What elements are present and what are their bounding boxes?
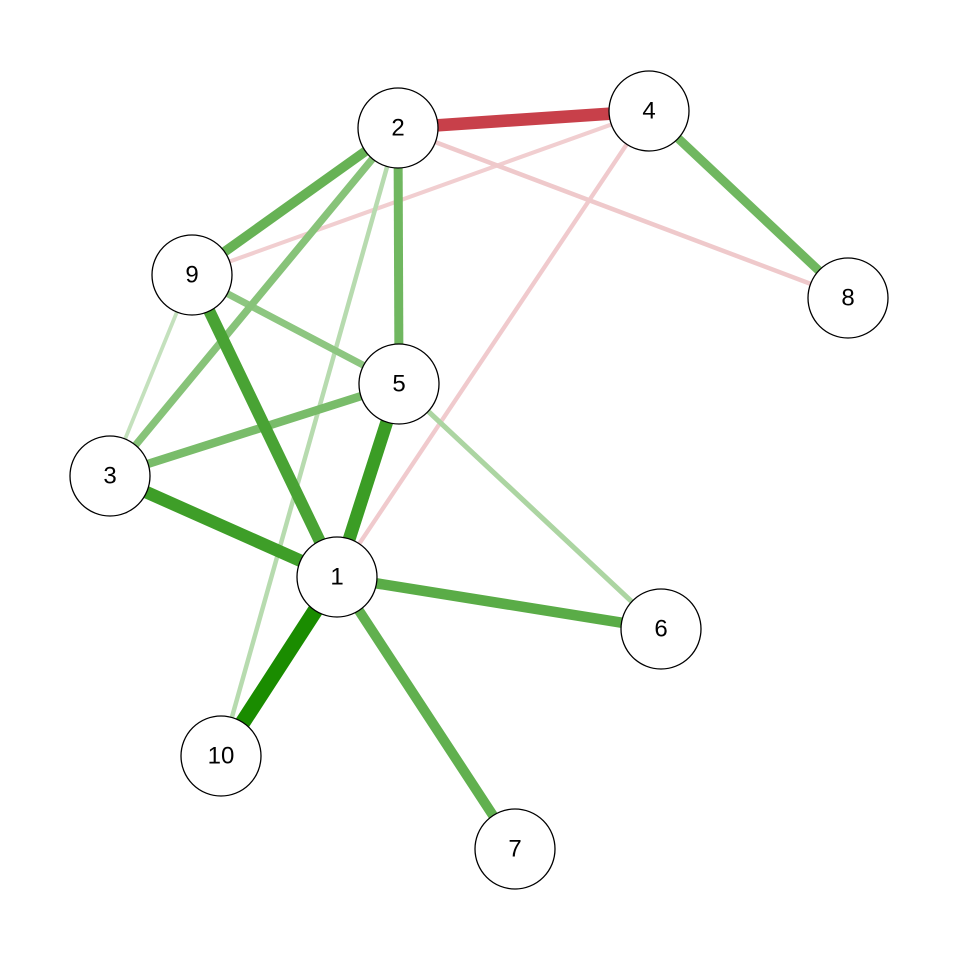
node-label: 9 <box>185 262 198 289</box>
edge-1-3 <box>107 470 340 583</box>
node-5: 5 <box>358 343 440 425</box>
node-3: 3 <box>69 435 151 517</box>
node-6: 6 <box>620 588 702 670</box>
node-circle <box>620 588 702 670</box>
node-circle <box>358 343 440 425</box>
edge-1-4 <box>335 109 651 579</box>
node-circle <box>474 808 556 890</box>
node-label: 3 <box>103 463 116 490</box>
edge-5-6 <box>397 382 663 631</box>
node-circle <box>357 87 439 169</box>
node-circle <box>151 234 233 316</box>
node-7: 7 <box>474 808 556 890</box>
node-9: 9 <box>151 234 233 316</box>
node-circle <box>608 70 690 152</box>
node-label: 1 <box>330 564 343 591</box>
node-label: 2 <box>391 115 404 142</box>
edge-2-9 <box>189 124 401 279</box>
edge-1-6 <box>336 571 662 635</box>
node-8: 8 <box>807 257 889 339</box>
node-label: 10 <box>208 743 235 770</box>
edge-9-4 <box>191 109 650 277</box>
edge-1-7 <box>332 574 520 852</box>
node-4: 4 <box>608 70 690 152</box>
node-label: 5 <box>392 371 405 398</box>
edge-3-5 <box>108 379 401 481</box>
edge-2-5 <box>393 127 404 385</box>
node-circle <box>807 257 889 339</box>
node-circle <box>180 715 262 797</box>
edge-2-3 <box>107 125 401 479</box>
edge-2-4 <box>397 104 650 135</box>
node-circle <box>296 536 378 618</box>
nodes-layer: 1 2 3 4 5 6 7 8 9 10 <box>69 70 889 890</box>
node-label: 7 <box>508 836 521 863</box>
edge-4-8 <box>645 107 852 302</box>
edge-2-8 <box>397 125 849 301</box>
node-label: 4 <box>642 98 655 125</box>
edge-1-9 <box>186 272 343 580</box>
node-2: 2 <box>357 87 439 169</box>
node-1: 1 <box>296 536 378 618</box>
node-circle <box>69 435 151 517</box>
edge-2-10 <box>218 127 401 757</box>
node-label: 8 <box>841 285 854 312</box>
node-label: 6 <box>654 616 667 643</box>
node-10: 10 <box>180 715 262 797</box>
